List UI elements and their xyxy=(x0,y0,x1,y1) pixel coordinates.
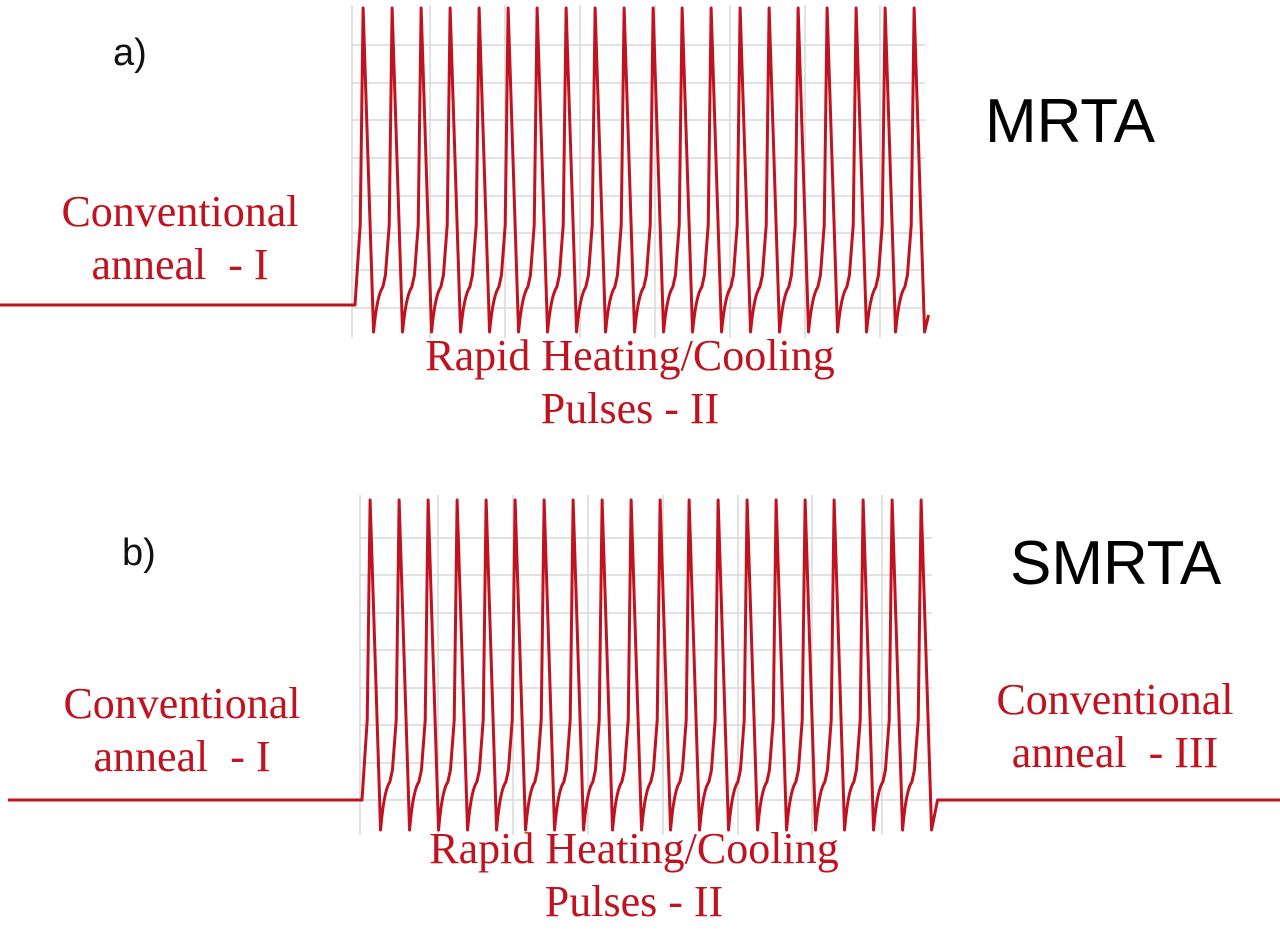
label-line: Conventional xyxy=(996,675,1234,724)
label-line: Rapid Heating/Cooling xyxy=(425,331,835,380)
label-line: anneal - III xyxy=(1011,727,1219,777)
label-line: Conventional xyxy=(63,679,301,728)
panel-b-label-conventional-anneal-iii: Conventional anneal - III xyxy=(955,674,1275,780)
panel-b-letter: b) xyxy=(122,532,156,574)
label-line: anneal - I xyxy=(93,731,271,781)
temperature-trace-mrta xyxy=(0,6,931,334)
panel-a-letter: a) xyxy=(113,32,147,74)
panel-a-title: MRTA xyxy=(985,87,1155,156)
temperature-trace-smrta xyxy=(8,498,1280,832)
panel-a-label-conventional-anneal-i: Conventional anneal - I xyxy=(20,186,340,292)
panel-a-label-pulses-ii: Rapid Heating/Cooling Pulses - II xyxy=(370,330,890,436)
label-line: Pulses - II xyxy=(544,876,724,926)
panel-b-title: SMRTA xyxy=(1010,529,1222,598)
label-line: Conventional xyxy=(61,187,299,236)
label-line: Pulses - II xyxy=(540,383,720,433)
label-line: anneal - I xyxy=(91,239,269,289)
label-line: Rapid Heating/Cooling xyxy=(429,824,839,873)
panel-b-label-pulses-ii: Rapid Heating/Cooling Pulses - II xyxy=(374,823,894,929)
grid-panel-a xyxy=(351,5,925,338)
panel-b-label-conventional-anneal-i: Conventional anneal - I xyxy=(22,678,342,784)
